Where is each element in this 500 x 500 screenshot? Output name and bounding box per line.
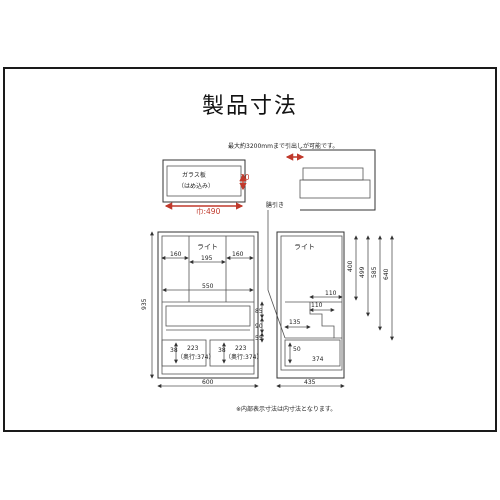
diagram-frame — [3, 67, 497, 432]
thickness-value: 30 — [240, 173, 250, 182]
drawer-right-h: 38 — [218, 347, 226, 354]
dim-160-right: 160 — [232, 251, 244, 258]
pull-out-lower — [299, 179, 371, 199]
drawer-right-w: 223 — [235, 345, 247, 352]
drawer-left-w: 223 — [187, 345, 199, 352]
side-drawer-h: 50 — [293, 346, 301, 353]
pull-out-cabinet — [300, 149, 376, 211]
dim-85: 85 — [255, 308, 263, 315]
glass-label-line2: （はめ込み） — [178, 182, 214, 190]
dim-110-top: 110 — [325, 290, 337, 297]
dim-90: 90 — [255, 323, 263, 330]
dim-640: 640 — [383, 268, 390, 280]
sliding-board-front — [165, 305, 251, 327]
dim-width: 600 — [202, 379, 214, 386]
dim-height: 935 — [141, 298, 148, 310]
dim-160-left: 160 — [170, 251, 182, 258]
dim-499: 499 — [359, 266, 366, 278]
glass-panel — [166, 165, 242, 197]
drawer-left — [161, 339, 207, 367]
light-front-label: ライト — [197, 243, 218, 251]
front-cabinet-inner — [161, 235, 255, 375]
drawer-right-depth: （奥行:374） — [225, 353, 262, 361]
dim-135: 135 — [289, 319, 301, 326]
dim-depth: 435 — [304, 379, 316, 386]
inner-dimensions-note: ※内部表示寸法は内寸法となります。 — [236, 405, 336, 413]
dim-110: 110 — [311, 302, 323, 309]
sliding-board-leader — [267, 210, 286, 339]
dim-550: 550 — [202, 283, 214, 290]
dim-400: 400 — [347, 260, 354, 272]
drawer-left-h: 38 — [170, 347, 178, 354]
front-view: ライト 160 195 160 550 85 90 55 膳引き 38 223 … — [141, 201, 286, 388]
front-cabinet-outline — [157, 231, 259, 379]
sliding-board-label: 膳引き — [266, 201, 284, 209]
side-view: ライト 110 110 135 50 374 400 499 585 640 4… — [276, 231, 394, 388]
top-view: ガラス板 （はめ込み） 30 巾:490 — [162, 159, 250, 216]
width-value: 巾:490 — [196, 206, 221, 216]
side-cabinet-inner — [280, 235, 343, 371]
pull-out-board — [302, 167, 364, 181]
drawer-left-depth: （奥行:374） — [177, 353, 214, 361]
dim-585: 585 — [371, 266, 378, 278]
page-title: 製品寸法 — [201, 94, 298, 119]
side-cabinet-outline — [276, 231, 345, 379]
dim-55: 55 — [255, 335, 263, 342]
glass-label-line1: ガラス板 — [182, 171, 206, 179]
drawer-right — [209, 339, 255, 367]
light-side-label: ライト — [294, 243, 315, 251]
dim-195: 195 — [201, 255, 213, 262]
side-drawer-depth: 374 — [312, 356, 324, 363]
pull-out-view — [285, 149, 376, 211]
drawer-pull-note: 最大約3200mmまで引出しが可能です。 — [228, 142, 338, 150]
side-drawer — [284, 339, 341, 367]
